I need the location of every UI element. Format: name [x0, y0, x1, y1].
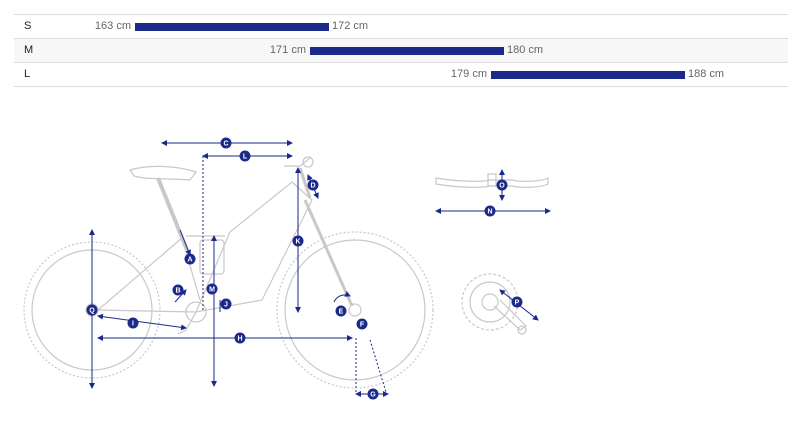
label-badge-l: L [239, 150, 251, 162]
bar-clamp [487, 173, 497, 187]
rear-shock [199, 239, 225, 275]
front-wheel-tire [276, 231, 434, 389]
front-wheel-rim [284, 239, 426, 381]
dimension-labels: A B C D E F G H I J K L M N O P Q [86, 137, 523, 400]
svg-text:M: M [209, 287, 215, 294]
handlebar-detail [435, 173, 549, 188]
pedal-axle [517, 325, 527, 335]
svg-text:F: F [360, 322, 365, 329]
size-row-l: L 179 cm 188 cm [14, 62, 788, 87]
svg-text:Q: Q [89, 308, 95, 315]
label-badge-f: F [356, 318, 368, 330]
label-badge-h: H [234, 332, 246, 344]
range-min: 163 cm [94, 20, 131, 32]
dim-line-i [97, 313, 187, 331]
label-badge-e: E [335, 305, 347, 317]
svg-text:I: I [132, 321, 134, 328]
range-bar [310, 47, 504, 55]
range-min: 179 cm [450, 68, 487, 80]
size-range-table: S 163 cm 172 cm M 171 cm 180 cm L 179 cm… [14, 14, 788, 87]
front-hub [348, 303, 362, 317]
range-max: 172 cm [332, 20, 369, 32]
dim-line-a [179, 229, 191, 256]
rear-stays [96, 237, 197, 313]
svg-text:B: B [175, 288, 180, 295]
size-row-s: S 163 cm 172 cm [14, 14, 788, 38]
label-badge-m: M [206, 283, 218, 295]
dim-line-b [174, 289, 187, 303]
svg-text:A: A [187, 257, 192, 264]
rear-wheel-tire [23, 241, 161, 379]
handlebar-shape [435, 177, 549, 188]
svg-text:J: J [224, 302, 228, 309]
label-badge-b: B [172, 284, 184, 296]
range-max: 180 cm [507, 44, 544, 56]
svg-text:D: D [310, 183, 315, 190]
svg-text:P: P [515, 300, 520, 307]
label-badge-g: G [367, 388, 379, 400]
label-badge-k: K [292, 235, 304, 247]
handlebar-end [302, 156, 314, 168]
label-badge-o: O [496, 179, 508, 191]
svg-text:N: N [487, 209, 492, 216]
label-badge-i: I [127, 317, 139, 329]
seatpost [156, 177, 189, 251]
svg-text:H: H [237, 336, 242, 343]
svg-text:E: E [339, 309, 344, 316]
dim-arc-e [333, 291, 351, 303]
saddle [129, 165, 197, 181]
range-bar [135, 23, 329, 31]
size-label: L [24, 68, 31, 80]
label-badge-n: N [484, 205, 496, 217]
label-badge-d: D [307, 179, 319, 191]
stem [284, 157, 311, 167]
label-badge-a: A [184, 253, 196, 265]
svg-text:O: O [499, 183, 505, 190]
svg-text:L: L [243, 154, 248, 161]
label-badge-j: J [220, 298, 232, 310]
label-badge-q: Q [86, 304, 98, 316]
label-badge-p: P [511, 296, 523, 308]
chainring [185, 301, 207, 323]
bike-outline [23, 156, 434, 389]
svg-text:C: C [223, 141, 228, 148]
range-max: 188 cm [688, 68, 725, 80]
guide-steer-axis [369, 339, 387, 393]
svg-text:K: K [295, 239, 300, 246]
size-label: S [24, 20, 32, 32]
range-bar [491, 71, 685, 79]
label-badge-c: C [220, 137, 232, 149]
svg-text:G: G [370, 392, 376, 399]
range-min: 171 cm [269, 44, 306, 56]
spider [481, 293, 499, 311]
size-row-m: M 171 cm 180 cm [14, 38, 788, 62]
size-label: M [24, 44, 34, 56]
